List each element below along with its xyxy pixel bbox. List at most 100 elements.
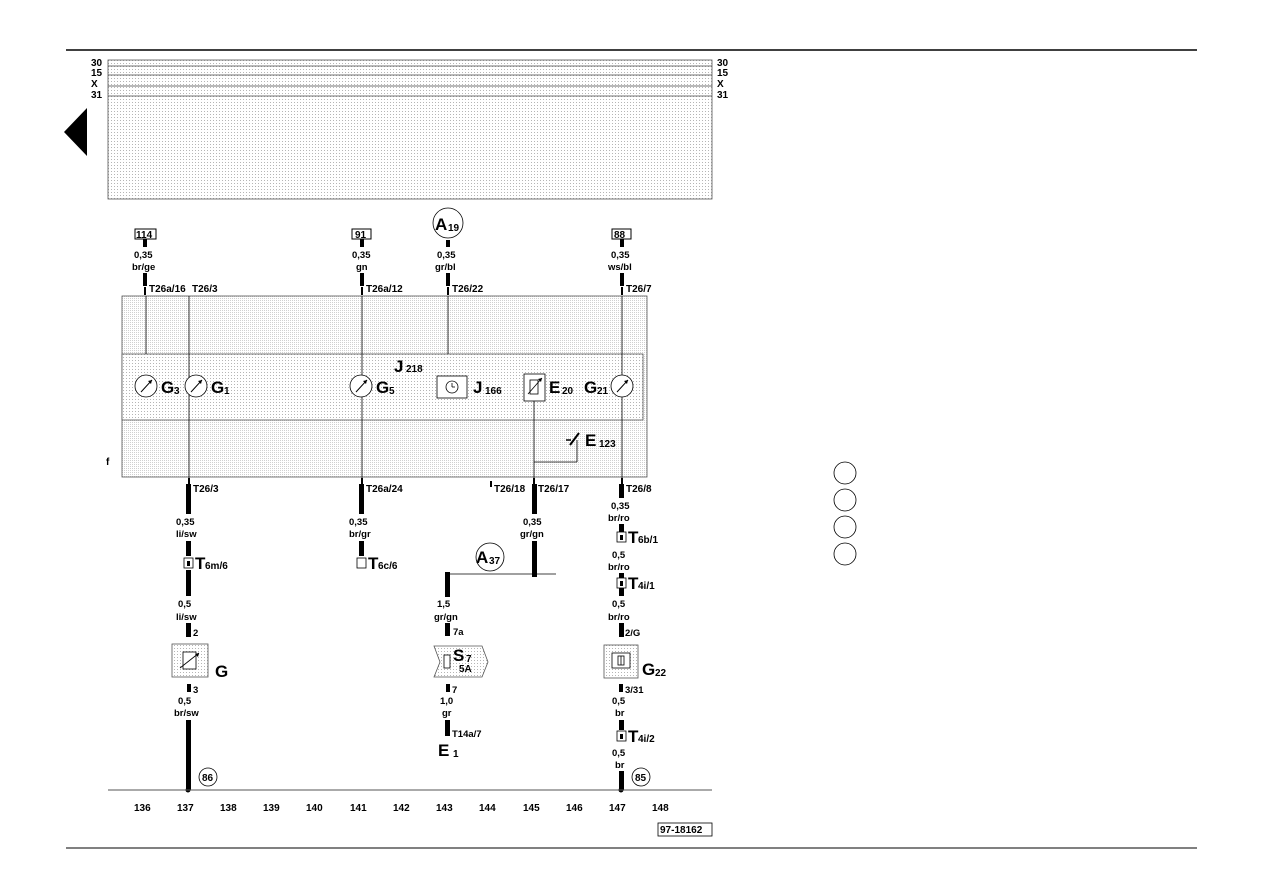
left-size-3: 0,5: [178, 696, 192, 707]
wire-left-3: [186, 570, 191, 596]
ref-label-88: 88: [614, 230, 626, 241]
connector-t4i1-icon[interactable]: [616, 577, 627, 589]
right-size-3: 0,5: [612, 599, 626, 610]
legend-circle-4: [833, 542, 857, 566]
fuse-s7-icon[interactable]: [433, 645, 489, 678]
right-size-2: 0,5: [612, 550, 626, 561]
g21-letter: G: [584, 378, 597, 397]
g1-sub: 1: [224, 386, 230, 397]
fuse-size-2: 1,5: [437, 599, 451, 610]
right-pin-331: 3/31: [625, 685, 644, 696]
left-color-1: li/sw: [176, 529, 197, 540]
rail-label-15-right: 15: [717, 68, 729, 79]
rail-label-30-right: 30: [717, 58, 729, 69]
wire-mid-2: [359, 541, 364, 556]
j166-sub: 166: [485, 386, 502, 397]
g3-letter: G: [161, 378, 174, 397]
e20-letter: E: [549, 378, 560, 397]
rail-label-30-left: 30: [91, 58, 103, 69]
gauge-g5-icon[interactable]: [349, 374, 373, 398]
wire-top-1: [143, 273, 147, 286]
right-color-4: br: [615, 708, 625, 719]
wire-mid-1: [359, 484, 364, 514]
left-size-2: 0,5: [178, 599, 192, 610]
wire-size-1: 0,35: [134, 250, 153, 261]
connector-t6m-icon[interactable]: [183, 557, 194, 569]
wire-right-8: [619, 771, 624, 790]
t4i2-letter: T: [628, 727, 639, 746]
a37-letter: A: [476, 548, 488, 567]
g1-letter: G: [211, 378, 224, 397]
g-letter: G: [215, 662, 228, 681]
wire-fuse-in-2: [532, 541, 537, 577]
right-size-5: 0,5: [612, 748, 626, 759]
rail-label-31-left: 31: [91, 90, 103, 101]
wire-color-2: gn: [356, 262, 368, 273]
wire-left-6: [186, 720, 191, 790]
gauge-g1-icon[interactable]: [184, 374, 208, 398]
track-144: 144: [479, 803, 496, 814]
sender-g-icon[interactable]: [171, 643, 209, 678]
previous-page-arrow-icon[interactable]: [64, 108, 87, 156]
track-146: 146: [566, 803, 583, 814]
e1-sub: 1: [453, 749, 459, 760]
wire-right-6: [619, 684, 623, 692]
supply-rail-panel: [107, 59, 713, 200]
track-136: 136: [134, 803, 151, 814]
pin-t26-18: T26/18: [494, 484, 526, 495]
connection-a19-circle[interactable]: [432, 207, 464, 239]
wire-size-3: 0,35: [437, 250, 456, 261]
ref-circle-86[interactable]: [198, 767, 218, 787]
left-pin-3: 3: [193, 685, 198, 696]
legend-circle-2: [833, 488, 857, 512]
dimmer-e20-icon[interactable]: [523, 373, 546, 402]
track-138: 138: [220, 803, 237, 814]
connection-a37-circle[interactable]: [475, 542, 505, 572]
clock-j166-icon[interactable]: [436, 375, 468, 399]
left-size-1: 0,35: [176, 517, 195, 528]
wire-left-1: [186, 484, 191, 514]
t6m-sub: 6m/6: [205, 561, 228, 572]
connector-t6c-icon[interactable]: [356, 557, 367, 569]
e20-sub: 20: [562, 386, 574, 397]
g5-sub: 5: [389, 386, 395, 397]
ref-label-85: 85: [635, 773, 647, 784]
t6c-sub: 6c/6: [378, 561, 398, 572]
wire-fuse-out-4: [445, 720, 450, 736]
legend-circle-3: [833, 515, 857, 539]
wire-right-1: [619, 484, 624, 498]
s7-sub: 7: [466, 654, 472, 665]
wire-stub-88: [620, 239, 624, 247]
pin-t26-3-top: T26/3: [192, 284, 218, 295]
ref-circle-85[interactable]: [631, 767, 651, 787]
a19-sub: 19: [448, 223, 460, 234]
wire-size-2: 0,35: [352, 250, 371, 261]
wire-stub-a19: [446, 240, 450, 247]
fuse-color-2: gr/gn: [434, 612, 458, 623]
s7-rating: 5A: [459, 664, 472, 675]
switch-e123-icon[interactable]: [566, 432, 580, 446]
gauge-g21-icon[interactable]: [610, 374, 634, 398]
pin-tick-b1: [188, 478, 190, 484]
rail-label-x-left: X: [91, 79, 98, 90]
sender-g22-icon[interactable]: [603, 644, 639, 679]
fuse-size-3: 1,0: [440, 696, 453, 707]
pin-t26-17: T26/17: [538, 484, 570, 495]
pin-tick-3: [361, 287, 363, 295]
wire-right-5: [619, 623, 624, 637]
pin-tick-b2: [361, 478, 363, 484]
connector-t6b-icon[interactable]: [616, 531, 627, 543]
pin-t26-7: T26/7: [626, 284, 652, 295]
wire-right-3: [619, 573, 624, 578]
gauge-g3-icon[interactable]: [134, 374, 158, 398]
connector-t4i2-icon[interactable]: [616, 730, 627, 742]
pin-t26a-16: T26a/16: [149, 284, 186, 295]
left-color-3: br/sw: [174, 708, 199, 719]
wire-left-4: [186, 623, 191, 637]
pin-tick-5: [621, 287, 623, 295]
e123-sub: 123: [599, 439, 616, 450]
track-148: 148: [652, 803, 669, 814]
wire-left-2: [186, 541, 191, 556]
fuse-color-3: gr: [442, 708, 452, 719]
diagram-code: 97-18162: [660, 825, 703, 836]
